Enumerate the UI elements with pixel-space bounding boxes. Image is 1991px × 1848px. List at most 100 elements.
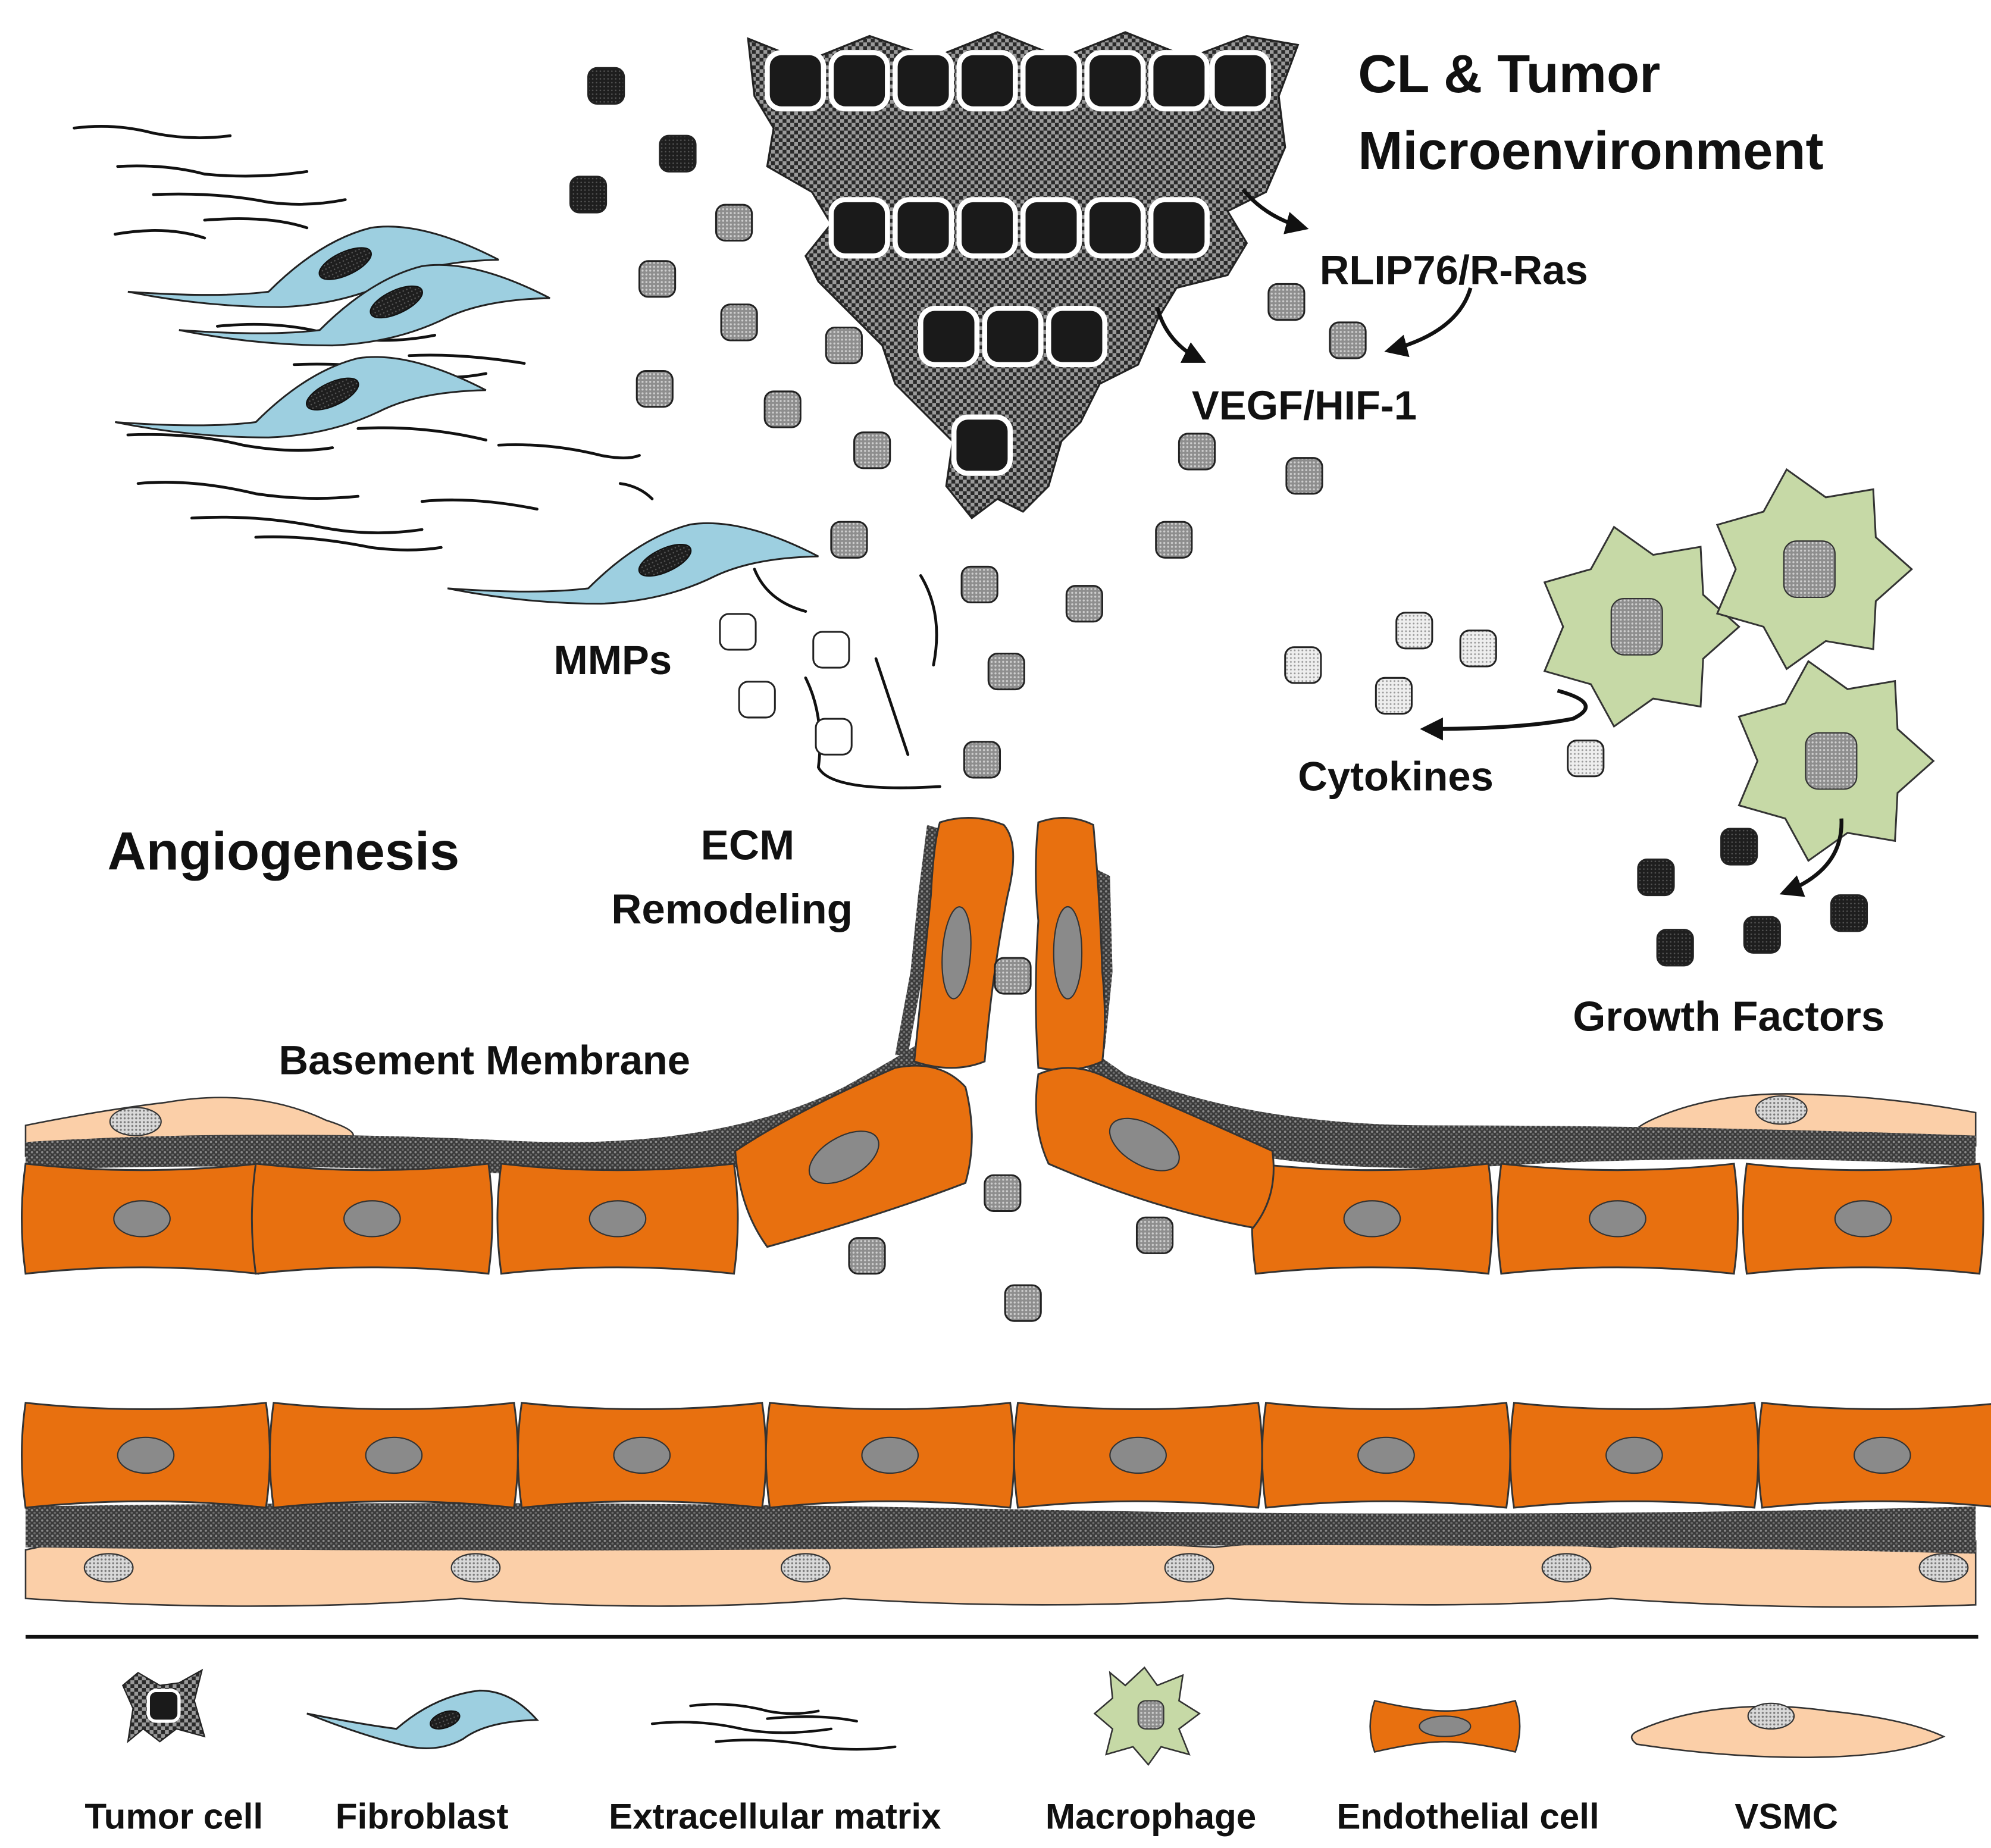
tumor-nucleus (893, 50, 954, 112)
title-line-2: Microenvironment (1358, 121, 1823, 181)
sprout-tip-cell-left (913, 817, 1015, 1069)
vsmc-nucleus (780, 1553, 831, 1583)
sprout-stalk-cell-left (734, 1064, 973, 1248)
label-basement-membrane: Basement Membrane (278, 1038, 690, 1083)
vegf-particle (1329, 321, 1367, 359)
vegf-particle (1285, 457, 1323, 495)
endothelial-cell (1496, 1163, 1739, 1275)
vegf-particle (636, 370, 674, 408)
arrow-to-rlip (1241, 188, 1309, 234)
cytokine-particle (1375, 676, 1413, 715)
arrow-rlip-to-vegf (1384, 287, 1473, 358)
tumor-nucleus (1148, 50, 1210, 112)
cytokine-particle (1567, 740, 1605, 778)
growth-factor-particle (569, 176, 608, 214)
vegf-particle (960, 565, 998, 604)
tumor-nucleus (956, 50, 1018, 112)
vegf-particle (984, 1174, 1022, 1212)
tumor-nucleus (951, 414, 1013, 476)
cytokine-particle (1284, 646, 1322, 684)
fibroblast (115, 356, 487, 438)
sprout-basement-membrane-left (895, 825, 940, 1055)
endothelial-cell (1509, 1402, 1760, 1509)
mmp-particle (719, 613, 757, 651)
fibroblast (447, 522, 819, 605)
fibroblast-icon (306, 1689, 539, 1749)
growth-factor-particle (1830, 894, 1868, 932)
macrophage-icon (1093, 1666, 1201, 1766)
label-ecm-line-1: ECM (701, 822, 795, 869)
mmp-particle (815, 718, 853, 756)
mmp-particle (738, 681, 776, 719)
legend-label-endothelial-cell: Endothelial cell (1336, 1796, 1599, 1836)
vegf-particle (1004, 1284, 1042, 1322)
macrophage (1715, 468, 1914, 671)
endothelial-cell (268, 1402, 519, 1509)
vegf-particle (853, 431, 891, 469)
tumor-nucleus (1148, 197, 1210, 259)
fibroblast (127, 225, 499, 308)
endothelial-cell (765, 1402, 1015, 1509)
legend-label-vsmc: VSMC (1735, 1796, 1838, 1836)
legend-label-tumor-cell: Tumor cell (84, 1796, 263, 1836)
label-angiogenesis: Angiogenesis (108, 822, 460, 882)
vsmc-nucleus (109, 1107, 162, 1136)
legend-label-macrophage: Macrophage (1045, 1796, 1256, 1836)
basement-membrane-upper (1080, 1042, 1976, 1169)
tumor-mass (747, 31, 1300, 519)
arrow-to-vegf (1155, 306, 1206, 363)
endothelial-cell (21, 1402, 271, 1509)
arrow-macrophage-to-cytokines (1420, 688, 1588, 741)
endothelial-cell (496, 1163, 739, 1275)
vsmc-nucleus (1918, 1553, 1969, 1583)
vessel-lower-wall (21, 1402, 1991, 1608)
vegf-particle (987, 652, 1025, 691)
endothelial-cell (516, 1402, 767, 1509)
extracellular-matrix-icon (650, 1703, 897, 1751)
label-rlip76-r-ras: RLIP76/R-Ras (1320, 247, 1588, 293)
vegf-particle (963, 741, 1001, 779)
endothelial-cell (1742, 1163, 1984, 1275)
extracellular-matrix-fibers (73, 125, 941, 790)
vegf-particle (720, 303, 758, 342)
macrophage (1543, 525, 1740, 728)
tumor-nucleus (1020, 50, 1082, 112)
growth-factor-particle (659, 134, 697, 173)
vegf-particle (848, 1237, 886, 1275)
tumor-nucleus (956, 197, 1018, 259)
label-cytokines: Cytokines (1298, 753, 1494, 799)
title-line-1: CL & Tumor (1358, 44, 1660, 104)
label-mmps: MMPs (554, 637, 672, 683)
legend: Tumor cell Fibroblast Extracellular matr… (84, 1666, 1946, 1836)
cytokine-particle (1395, 612, 1433, 650)
cytokine-particle (1459, 629, 1497, 668)
growth-factor-particle (1656, 929, 1694, 967)
arrow-macrophage-to-growth-factors (1779, 818, 1843, 897)
endothelial-cell (1757, 1402, 1991, 1509)
growth-factor-particle (1637, 858, 1675, 897)
basement-membrane-upper (25, 1042, 928, 1178)
tumor-nucleus (1084, 50, 1146, 112)
vsmc-nucleus (1755, 1095, 1808, 1125)
vegf-particle (715, 203, 753, 242)
vsmc-nucleus (1164, 1553, 1214, 1583)
fibroblast (179, 264, 550, 347)
label-ecm-line-2: Remodeling (611, 886, 853, 933)
macrophage (1738, 660, 1935, 862)
label-vegf-hif-1: VEGF/HIF-1 (1192, 383, 1417, 428)
legend-label-fibroblast: Fibroblast (336, 1796, 509, 1836)
vegf-particle (763, 390, 802, 428)
tumor-nucleus (893, 197, 954, 259)
vegf-particle (1155, 521, 1193, 559)
vegf-particle (638, 260, 677, 298)
growth-factor-particle (1720, 828, 1758, 866)
diagram-labels: CL & Tumor Microenvironment RLIP76/R-Ras… (108, 44, 1885, 1083)
endothelial-cell (1251, 1163, 1494, 1275)
label-growth-factors: Growth Factors (1573, 993, 1884, 1040)
signaling-arrows (1155, 188, 1843, 897)
mmp-particle (812, 631, 850, 669)
tumor-nucleus (982, 305, 1044, 368)
vegf-particle (1135, 1216, 1174, 1254)
endothelial-cell (1261, 1402, 1511, 1509)
endothelial-cell (21, 1163, 264, 1275)
